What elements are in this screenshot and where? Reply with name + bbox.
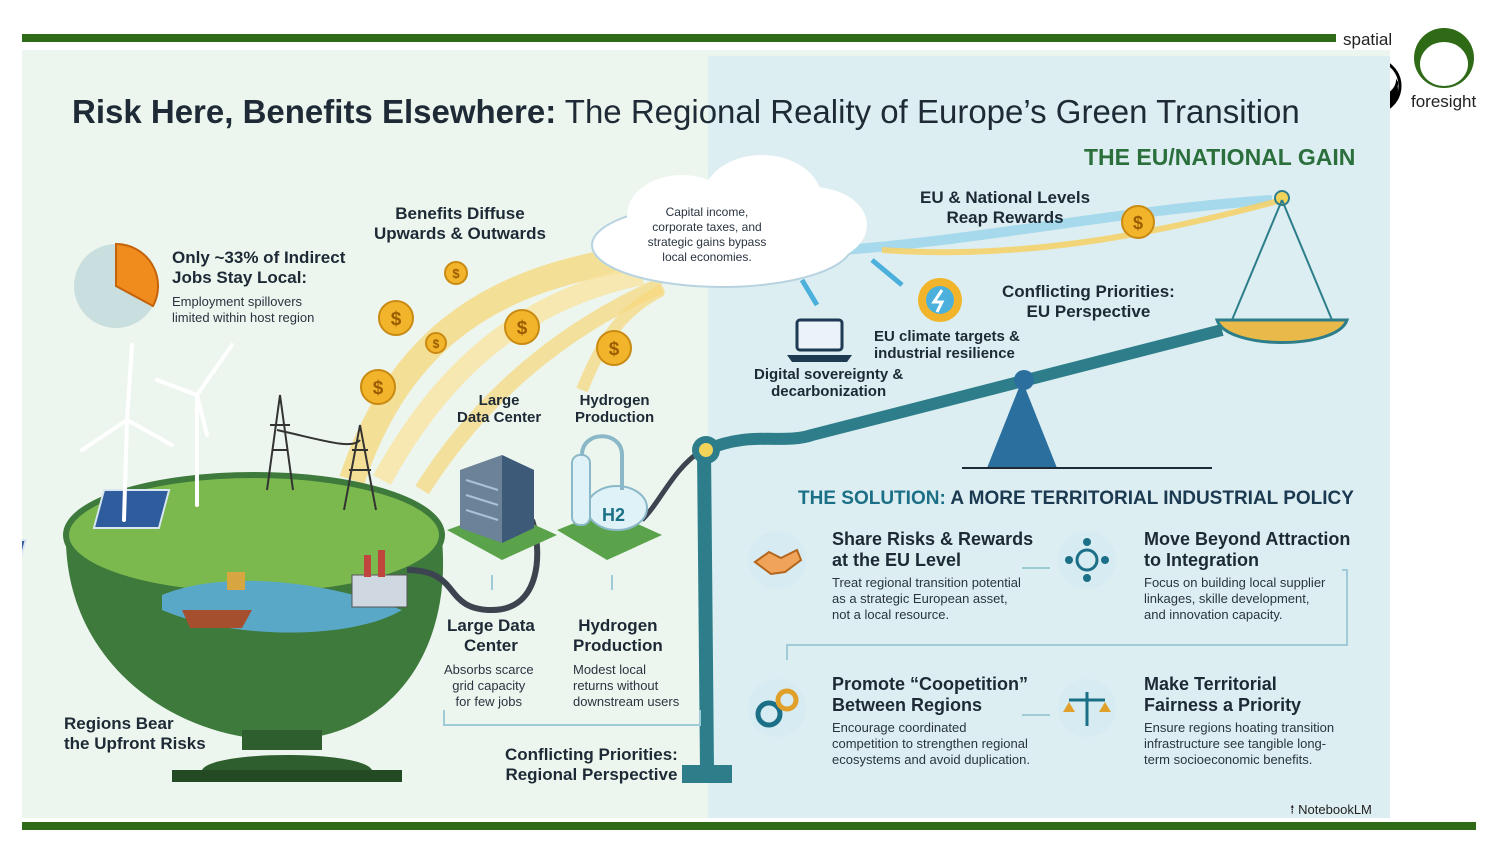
local-jobs-body: Employment spillovers limited within hos… xyxy=(172,294,315,325)
regional-perspective-label: Conflicting Priorities: Regional Perspec… xyxy=(505,745,678,784)
card-3-title: Promote “Coopetition” Between Regions xyxy=(832,674,1028,715)
solution-heading-accent: THE SOLUTION: xyxy=(798,488,946,509)
svg-text:$: $ xyxy=(433,337,440,351)
hydrogen-plant-illustration xyxy=(557,434,662,560)
notebooklm-icon: ⭫ xyxy=(1290,802,1299,817)
benefits-diffuse-label: Benefits Diffuse Upwards & Outwards xyxy=(374,204,546,243)
balance-seesaw xyxy=(682,190,1350,783)
svg-text:$: $ xyxy=(609,339,620,360)
local-jobs-heading: Only ~33% of Indirect Jobs Stay Local: xyxy=(172,248,346,287)
svg-text:$: $ xyxy=(391,309,402,330)
title-bold: Risk Here, Benefits Elsewhere: xyxy=(72,93,557,130)
eu-climate-label: EU climate targets & industrial resilien… xyxy=(874,328,1020,362)
infographic-canvas: $ $ $ $ $ $ $ xyxy=(22,50,1390,818)
logo-word-spatial: spatial xyxy=(1343,30,1393,49)
card-1-body: Treat regional transition potential as a… xyxy=(832,575,1021,622)
solution-heading: THE SOLUTION: A MORE TERRITORIAL INDUSTR… xyxy=(798,488,1354,510)
laptop-icon xyxy=(787,318,852,362)
hydrogen-title: Hydrogen Production xyxy=(573,616,663,655)
network-icon xyxy=(1058,531,1116,589)
eu-perspective-label: Conflicting Priorities: EU Perspective xyxy=(1002,282,1175,321)
card-3-body: Encourage coordinated competition to str… xyxy=(832,720,1031,767)
regions-risk-label: Regions Bear the Upfront Risks xyxy=(64,714,206,753)
data-center-body: Absorbs scarce grid capacity for few job… xyxy=(444,662,534,709)
svg-text:$: $ xyxy=(517,318,528,339)
notebooklm-label: NotebookLM xyxy=(1298,802,1372,817)
svg-text:$: $ xyxy=(1133,213,1143,233)
regional-perspective-bracket xyxy=(443,575,701,726)
handshake-icon xyxy=(748,531,806,589)
bottom-rule xyxy=(22,822,1476,830)
data-center-illustration xyxy=(447,455,557,560)
gears-icon xyxy=(748,679,806,737)
top-rule xyxy=(22,34,1336,42)
scales-icon xyxy=(1058,679,1116,737)
local-jobs-pie xyxy=(74,242,160,328)
card-4-title: Make Territorial Fairness a Priority xyxy=(1144,674,1302,715)
data-center-title: Large Data Center xyxy=(447,616,535,655)
gear-bolt-icon xyxy=(918,278,962,322)
hydrogen-body: Modest local returns without downstream … xyxy=(573,662,680,709)
title-rest: The Regional Reality of Europe’s Green T… xyxy=(556,93,1300,130)
eu-reap-label: EU & National Levels Reap Rewards xyxy=(920,188,1091,227)
data-center-top-label: Large Data Center xyxy=(457,392,542,426)
card-4-body: Ensure regions hoating transition infras… xyxy=(1144,720,1335,767)
regional-island xyxy=(22,343,704,782)
digital-sovereignty-label: Digital sovereignty & decarbonization xyxy=(754,366,904,400)
page-title: Risk Here, Benefits Elsewhere: The Regio… xyxy=(72,92,1300,132)
card-2-title: Move Beyond Attraction to Integration xyxy=(1144,529,1351,570)
svg-text:$: $ xyxy=(452,266,460,281)
h2-label: H2 xyxy=(602,505,626,525)
card-1-title: Share Risks & Rewards at the EU Level xyxy=(832,529,1034,570)
solution-heading-rest: A MORE TERRITORIAL INDUSTRIAL POLICY xyxy=(945,488,1354,509)
card-2-body: Focus on building local supplier linkage… xyxy=(1144,575,1326,622)
eu-gain-heading: THE EU/NATIONAL GAIN xyxy=(1084,144,1356,170)
notebooklm-credit: ⭫ NotebookLM xyxy=(1290,801,1372,823)
logo-word-foresight: foresight xyxy=(1411,92,1477,111)
infographic-artwork: $ $ $ $ $ $ $ xyxy=(22,155,1350,783)
cloud-text: Capital income, corporate taxes, and str… xyxy=(647,205,767,264)
hydrogen-top-label: Hydrogen Production xyxy=(575,392,655,426)
svg-text:$: $ xyxy=(373,378,384,399)
cloud xyxy=(591,155,867,288)
